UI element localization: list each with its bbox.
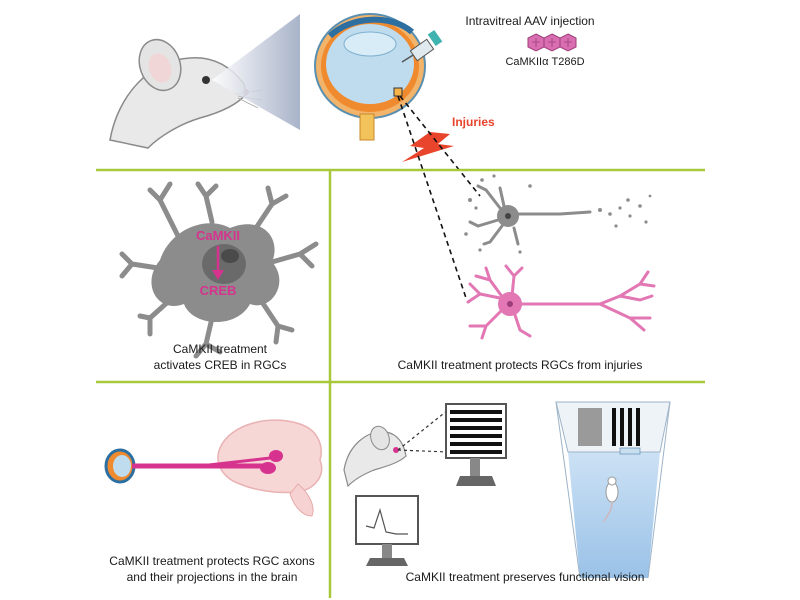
creb-caption-line2: activates CREB in RGCs bbox=[153, 358, 287, 372]
injection-title: Intravitreal AAV injection bbox=[465, 14, 595, 28]
axons-caption-line1: CaMKII treatment protects RGC axons bbox=[109, 554, 315, 568]
activation-arrowhead bbox=[212, 270, 224, 280]
visual-field-cone bbox=[212, 14, 300, 130]
aav-capsid-icons bbox=[527, 33, 577, 52]
mouse-viewing-screen bbox=[343, 409, 449, 488]
vision-caption: CaMKII treatment preserves functional vi… bbox=[405, 570, 645, 584]
injuries-label: Injuries bbox=[452, 115, 495, 129]
grating-monitor bbox=[445, 403, 507, 486]
axons-caption-line2: and their projections in the brain bbox=[126, 570, 298, 584]
eye-with-optic-nerve bbox=[104, 448, 283, 484]
camkii-protein-label: CaMKII bbox=[196, 228, 240, 243]
injury-lightning-icon bbox=[402, 132, 454, 162]
protected-rgc-neuron bbox=[466, 264, 656, 340]
creb-protein-label: CREB bbox=[200, 283, 237, 298]
recording-monitor bbox=[355, 495, 419, 566]
creb-caption-line1: CaMKII treatment bbox=[172, 342, 268, 356]
dashed-zoom-lines bbox=[397, 95, 481, 299]
syringe-icon bbox=[401, 29, 443, 63]
eye-cross-section bbox=[314, 13, 426, 141]
injured-rgc-neuron bbox=[464, 174, 652, 254]
panel-dividers bbox=[96, 168, 705, 598]
construct-label: CaMKIIα T286D bbox=[505, 56, 585, 68]
protect-caption: CaMKII treatment protects RGCs from inju… bbox=[397, 358, 643, 372]
water-maze-tank bbox=[555, 401, 671, 579]
